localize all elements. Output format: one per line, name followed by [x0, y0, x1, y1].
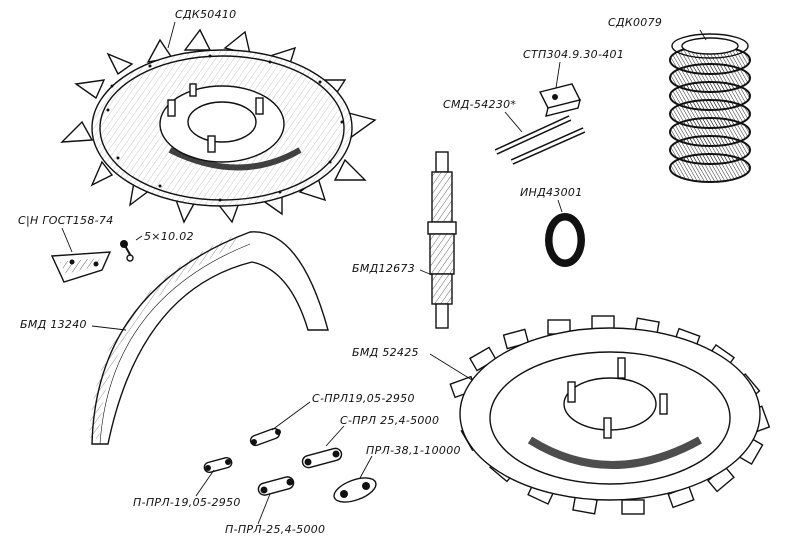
- clamp-block-part: [538, 61, 582, 117]
- pins-part: [494, 111, 586, 165]
- chain-link-s-prl-254: [301, 425, 345, 469]
- label-stp3049: СТП304.9.30-401: [523, 48, 624, 61]
- label-smd54230: СМД-54230*: [443, 98, 516, 111]
- label-sdk50410: СДК50410: [175, 8, 236, 21]
- spring-coils: [669, 45, 751, 183]
- label-bmd13240: БМД 13240: [20, 318, 87, 331]
- label-sdk0079: СДК0079: [608, 16, 662, 29]
- pin-part: [120, 235, 143, 262]
- label-s-prl-254: С-ПРЛ 25,4-5000: [340, 414, 439, 427]
- label-p-prl-254: П-ПРЛ-25,4-5000: [225, 523, 325, 536]
- seal-ring-part: [545, 199, 585, 267]
- label-s-prl-1905: С-ПРЛ19,05-2950: [312, 392, 415, 405]
- disc-center-hole: [187, 101, 257, 143]
- label-shn-gost: С|Н ГОСТ158-74: [18, 214, 114, 227]
- spring-part: [669, 29, 751, 183]
- chain-link-s-prl-1905: [249, 401, 311, 447]
- knife-part: [50, 227, 112, 283]
- label-bmd52425: БМД 52425: [352, 346, 419, 359]
- shaft-part: [419, 151, 457, 329]
- large-disc-part: [429, 315, 771, 515]
- chain-link-p-prl-254: [257, 476, 295, 525]
- label-ind43001: ИНД43001: [520, 186, 583, 199]
- large-disc-studs: [567, 357, 668, 439]
- label-bmd12673: БМД12673: [352, 262, 415, 275]
- chain-link-p-prl-1905: [195, 456, 233, 497]
- label-prl-381: ПРЛ-38,1-10000: [366, 444, 461, 457]
- label-pin: 5×10.02: [144, 230, 194, 243]
- disc-studs: [167, 83, 264, 153]
- curved-guard-part: [89, 231, 329, 445]
- label-p-prl-1905: П-ПРЛ-19,05-2950: [133, 496, 241, 509]
- chain-link-prl-381: [333, 455, 377, 503]
- toothed-disc-part: [60, 21, 377, 224]
